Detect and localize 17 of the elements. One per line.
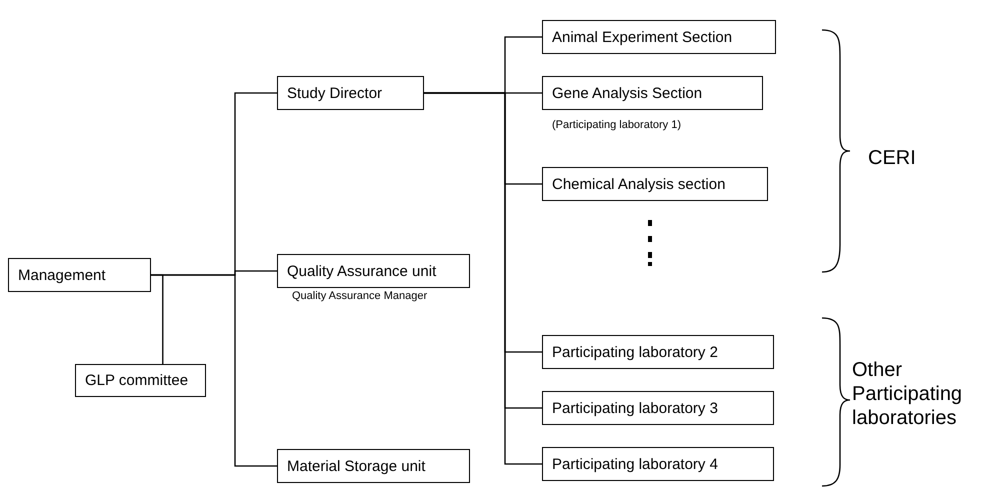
- org-unit-box: Gene Analysis Section: [542, 76, 763, 110]
- org-unit-box: Study Director: [277, 76, 424, 110]
- org-unit-box: Chemical Analysis section: [542, 167, 768, 201]
- connector-line: [151, 274, 277, 467]
- group-label: CERI: [868, 146, 916, 170]
- org-unit-box: Participating laboratory 2: [542, 335, 774, 369]
- connector-line: [424, 92, 542, 465]
- org-unit-box: Quality Assurance unit: [277, 254, 470, 288]
- unit-caption: (Participating laboratory 1): [552, 119, 682, 131]
- org-unit-box: Participating laboratory 3: [542, 391, 774, 425]
- group-label: Other Participating laboratories: [852, 358, 964, 430]
- org-unit-box: Material Storage unit: [277, 449, 470, 483]
- org-unit-box: GLP committee: [75, 364, 206, 397]
- org-unit-box: Animal Experiment Section: [542, 20, 776, 54]
- org-unit-box: Participating laboratory 4: [542, 447, 774, 481]
- unit-caption: Quality Assurance Manager: [292, 290, 428, 302]
- org-unit-box: Management: [8, 258, 151, 292]
